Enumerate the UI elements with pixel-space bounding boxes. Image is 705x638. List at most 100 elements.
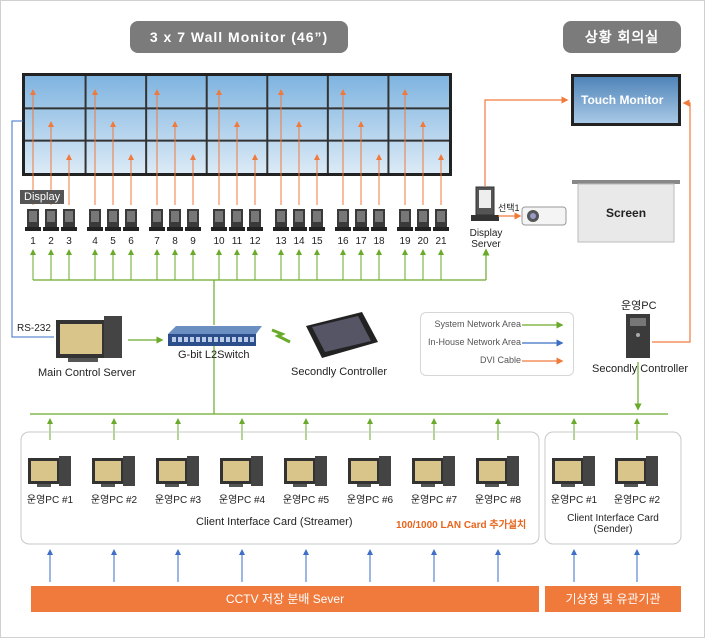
display-number-17: 17 bbox=[355, 236, 367, 247]
client-interface-streamer-label: Client Interface Card (Streamer) bbox=[196, 516, 353, 528]
display-number-1: 1 bbox=[30, 236, 36, 247]
streamer-pc-8 bbox=[476, 418, 519, 582]
display-number-16: 16 bbox=[337, 236, 349, 247]
main-control-server-label: Main Control Server bbox=[38, 367, 136, 379]
display-unit-15 bbox=[309, 154, 325, 280]
display-number-18: 18 bbox=[373, 236, 385, 247]
streamer-pc-2 bbox=[92, 418, 135, 582]
display-number-5: 5 bbox=[110, 236, 116, 247]
display-number-19: 19 bbox=[399, 236, 411, 247]
display-unit-10 bbox=[211, 89, 227, 280]
sender-pc-label-2: 운영PC #2 bbox=[613, 495, 661, 506]
sender-box bbox=[544, 431, 682, 545]
display-unit-9 bbox=[185, 154, 201, 280]
display-unit-1 bbox=[25, 89, 41, 280]
display-unit-3 bbox=[61, 154, 77, 280]
display-server-label: Display Server bbox=[469, 228, 503, 250]
display-number-20: 20 bbox=[417, 236, 429, 247]
display-number-15: 15 bbox=[311, 236, 323, 247]
display-unit-11 bbox=[229, 121, 245, 280]
legend: System Network Area In-House Network Are… bbox=[420, 312, 574, 376]
streamer-pcs bbox=[28, 418, 519, 582]
display-number-12: 12 bbox=[249, 236, 261, 247]
display-unit-5 bbox=[105, 121, 121, 280]
streamer-pc-label-5: 운영PC #5 bbox=[282, 495, 330, 506]
situation-room-title: 상황 회의실 bbox=[563, 21, 681, 53]
streamer-pc-7 bbox=[412, 418, 455, 582]
operating-pc-tower-icon bbox=[626, 314, 650, 358]
streamer-pc-label-1: 운영PC #1 bbox=[26, 495, 74, 506]
display-unit-14 bbox=[291, 121, 307, 280]
secondly-controller-pc-label: Secondly Controller bbox=[592, 363, 688, 375]
tablet-icon bbox=[306, 312, 378, 358]
wall-monitor-grid bbox=[25, 76, 449, 173]
streamer-pc-label-2: 운영PC #2 bbox=[90, 495, 138, 506]
projector-icon bbox=[521, 206, 567, 226]
rs232-label: RS-232 bbox=[17, 323, 51, 334]
streamer-pc-6 bbox=[348, 418, 391, 582]
streamer-pc-4 bbox=[220, 418, 263, 582]
display-number-7: 7 bbox=[154, 236, 160, 247]
selection-label: 선택1 bbox=[498, 203, 520, 213]
display-unit-18 bbox=[371, 154, 387, 280]
sender-pcs bbox=[552, 418, 658, 582]
display-unit-16 bbox=[335, 89, 351, 280]
streamer-box bbox=[20, 431, 540, 545]
lan-card-note: 100/1000 LAN Card 추가설치 bbox=[396, 520, 527, 531]
display-label: Display bbox=[20, 190, 65, 204]
touch-monitor bbox=[571, 74, 681, 126]
display-unit-7 bbox=[149, 89, 165, 280]
display-server-icon bbox=[471, 186, 499, 221]
touch-monitor-label: Touch Monitor bbox=[581, 93, 664, 107]
sender-pc-2 bbox=[615, 418, 658, 582]
display-number-14: 14 bbox=[293, 236, 305, 247]
streamer-pc-label-6: 운영PC #6 bbox=[346, 495, 394, 506]
streamer-pc-label-7: 운영PC #7 bbox=[410, 495, 458, 506]
wall-monitor-title: 3 x 7 Wall Monitor (46”) bbox=[130, 21, 348, 53]
display-number-10: 10 bbox=[213, 236, 225, 247]
display-number-2: 2 bbox=[48, 236, 54, 247]
sender-pc-label-1: 운영PC #1 bbox=[550, 495, 598, 506]
gbit-switch-icon bbox=[168, 326, 262, 346]
streamer-pc-1 bbox=[28, 418, 71, 582]
display-unit-20 bbox=[415, 121, 431, 280]
sender-pc-1 bbox=[552, 418, 595, 582]
screen-label: Screen bbox=[606, 206, 647, 220]
legend-inhouse-network: In-House Network Area bbox=[427, 337, 521, 347]
cctv-server-bar: CCTV 저장 분배 Sever bbox=[31, 586, 539, 612]
streamer-pc-3 bbox=[156, 418, 199, 582]
display-unit-12 bbox=[247, 154, 263, 280]
gbit-switch-label: G-bit L2Switch bbox=[178, 349, 250, 361]
weather-agency-bar: 기상청 및 유관기관 bbox=[545, 586, 681, 612]
display-number-11: 11 bbox=[231, 236, 243, 247]
streamer-pc-label-8: 운영PC #8 bbox=[474, 495, 522, 506]
display-units bbox=[25, 89, 449, 280]
display-unit-6 bbox=[123, 154, 139, 280]
display-number-4: 4 bbox=[92, 236, 98, 247]
main-control-server-icon bbox=[56, 316, 122, 362]
display-unit-21 bbox=[433, 154, 449, 280]
display-unit-19 bbox=[397, 89, 413, 280]
legend-system-network: System Network Area bbox=[434, 319, 521, 329]
wireless-icon bbox=[271, 328, 291, 344]
streamer-pc-label-3: 운영PC #3 bbox=[154, 495, 202, 506]
display-unit-8 bbox=[167, 121, 183, 280]
display-unit-13 bbox=[273, 89, 289, 280]
display-number-9: 9 bbox=[190, 236, 196, 247]
secondly-controller-tablet-label: Secondly Controller bbox=[291, 366, 387, 378]
streamer-pc-5 bbox=[284, 418, 327, 582]
operating-pc-label: 운영PC bbox=[621, 300, 657, 312]
display-number-3: 3 bbox=[66, 236, 72, 247]
client-interface-sender-label: Client Interface Card (Sender) bbox=[567, 513, 659, 535]
streamer-pc-label-4: 운영PC #4 bbox=[218, 495, 266, 506]
display-number-21: 21 bbox=[435, 236, 447, 247]
display-number-13: 13 bbox=[275, 236, 287, 247]
rs232-line bbox=[11, 120, 54, 338]
legend-dvi-cable: DVI Cable bbox=[479, 355, 521, 365]
projection-screen bbox=[572, 180, 680, 243]
display-number-8: 8 bbox=[172, 236, 178, 247]
display-unit-17 bbox=[353, 121, 369, 280]
display-number-6: 6 bbox=[128, 236, 134, 247]
display-unit-4 bbox=[87, 89, 103, 280]
